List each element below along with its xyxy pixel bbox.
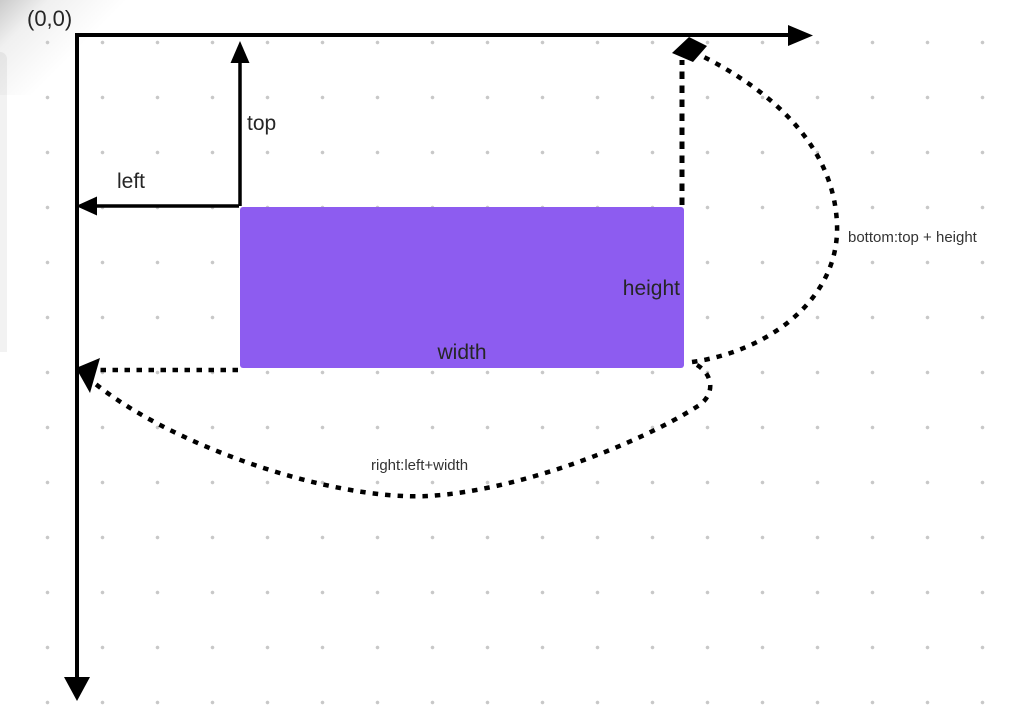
width-label: width [437,341,487,364]
left-arrowhead-icon [76,196,97,216]
top-label: top [247,112,277,135]
positioned-box [240,207,684,368]
right-formula-curve [84,363,713,499]
origin-label: (0,0) [27,6,73,31]
axis-diamond-arrowhead-icon [672,37,707,62]
right-formula-label: right:left+width [371,457,469,474]
bottom-formula-curve [691,50,840,365]
dashed-left-arrowhead-icon [76,358,100,393]
height-label: height [622,277,680,300]
top-arrowhead-icon [230,41,250,63]
y-axis-arrowhead-icon [64,677,90,701]
left-label: left [117,170,146,193]
x-axis-arrowhead-icon [788,25,813,46]
bottom-formula-label: bottom:top + height [848,229,977,246]
